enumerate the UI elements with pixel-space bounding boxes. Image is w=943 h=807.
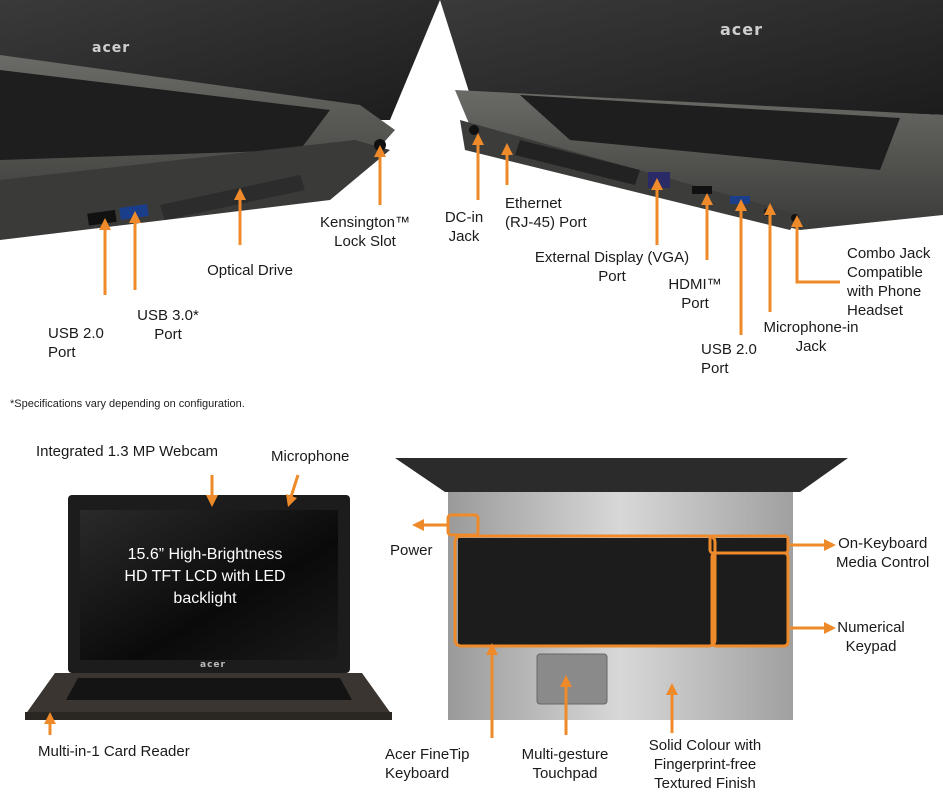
label-media-control: On-Keyboard Media Control — [836, 535, 930, 571]
label-microphone: Microphone — [271, 448, 350, 465]
top-laptop — [395, 458, 848, 720]
brand-logo-front: acer — [200, 660, 226, 670]
label-finish: Solid Colour with Fingerprint-free Textu… — [648, 737, 762, 792]
label-touchpad: Multi-gesture Touchpad — [521, 746, 609, 782]
arrow-heads — [44, 133, 836, 724]
front-laptop — [25, 495, 392, 720]
label-power: Power — [390, 542, 433, 559]
label-numpad: Numerical Keypad — [837, 619, 905, 655]
brand-logo-right: acer — [720, 20, 764, 39]
left-side-laptop — [0, 0, 440, 240]
label-keyboard: Acer FineTip Keyboard — [385, 746, 470, 782]
highlight-boxes — [446, 513, 790, 648]
label-optical-drive: Optical Drive — [207, 262, 293, 279]
label-vga: External Display (VGA) Port — [534, 249, 690, 285]
screen-caption: 15.6” High-Brightness HD TFT LCD with LE… — [124, 546, 286, 607]
footnote: *Specifications vary depending on config… — [10, 398, 245, 410]
callout-arrows — [48, 140, 840, 738]
label-webcam: Integrated 1.3 MP Webcam — [36, 443, 219, 460]
label-card-reader: Multi-in-1 Card Reader — [38, 743, 190, 760]
label-kensington: Kensington™ Lock Slot — [319, 214, 411, 250]
label-usb20-right: USB 2.0 Port — [701, 341, 757, 377]
brand-logo-left: acer — [92, 40, 131, 56]
label-usb30: USB 3.0* Port — [137, 307, 199, 343]
label-mic-in: Microphone-in Jack — [763, 319, 859, 355]
right-side-laptop — [440, 0, 943, 230]
label-ethernet: Ethernet (RJ-45) Port — [505, 195, 587, 231]
label-dc-in: DC-in Jack — [444, 209, 484, 245]
label-usb20-left: USB 2.0 Port — [48, 325, 104, 361]
label-hdmi: HDMI™ Port — [668, 276, 722, 312]
label-combo-jack: Combo Jack Compatible with Phone Headset — [847, 245, 931, 319]
